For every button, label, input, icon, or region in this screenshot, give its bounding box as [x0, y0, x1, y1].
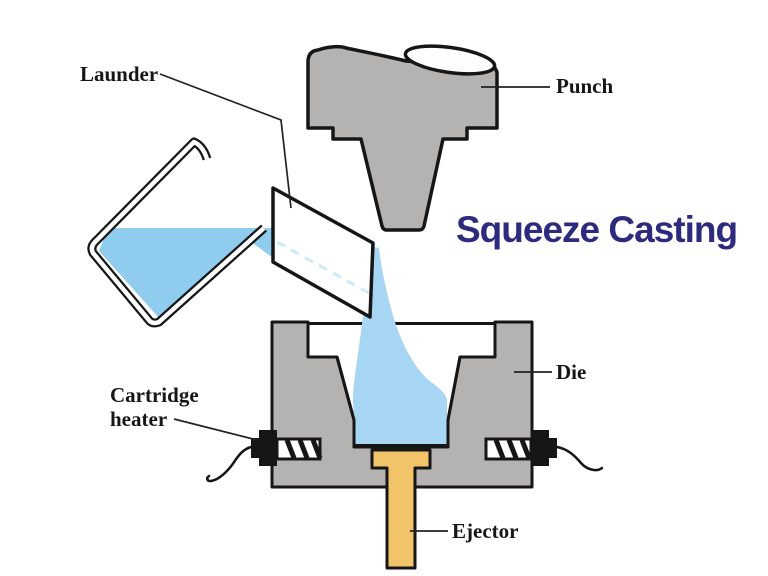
- cartridge-heater-label: Cartridge heater: [110, 383, 199, 431]
- cartridge-heater-label-line1: Cartridge: [110, 383, 199, 407]
- heater-nub-left: [251, 438, 260, 458]
- launder-leader-line: [159, 73, 292, 209]
- heater-nub-right: [548, 438, 557, 458]
- punch-body: [306, 44, 499, 232]
- punch-label: Punch: [556, 74, 614, 98]
- molten-metal-stream: [353, 246, 447, 446]
- cartridge-heater-left: [206, 430, 323, 483]
- heater-wire-right: [555, 445, 604, 472]
- cartridge-heater-label-line2: heater: [110, 407, 168, 431]
- heater-cap-left: [259, 430, 277, 466]
- ladle-liquid: [99, 228, 273, 319]
- launder-label: Launder: [80, 62, 159, 86]
- heater-wire-left: [206, 445, 253, 483]
- cartridge-heater-right: [484, 430, 604, 472]
- launder-flow-dashes: [276, 240, 370, 295]
- launder-channel: [271, 186, 375, 319]
- punch-top-ellipse: [403, 44, 497, 76]
- heater-hatch-right: [493, 439, 532, 459]
- ladle-wall-inner: [89, 139, 266, 326]
- diagram-title: Squeeze Casting: [456, 209, 738, 250]
- ejector-label: Ejector: [452, 519, 519, 543]
- die-cavity-outline: [335, 356, 462, 447]
- heater-hatch-left: [284, 439, 323, 459]
- die-label: Die: [556, 360, 587, 384]
- ejector-rod: [370, 448, 432, 570]
- cartridge-heater-leader-line: [173, 418, 258, 441]
- heater-cap-right: [531, 430, 549, 466]
